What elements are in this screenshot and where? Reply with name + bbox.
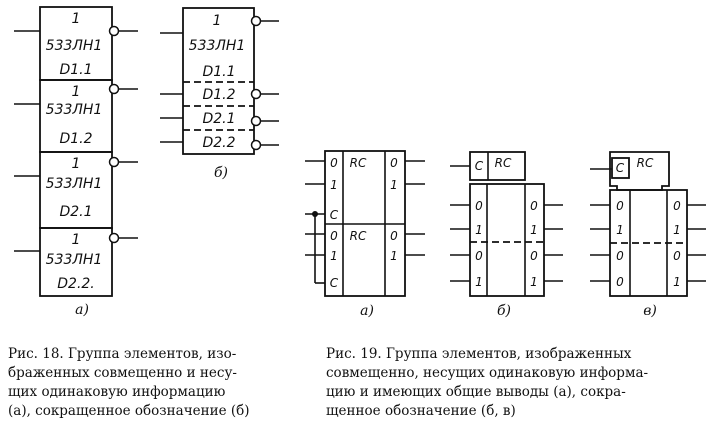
fig18b-diagram: 1 533ЛН1 D1.1 D1.2 D2.1 D2.2 б) [160,7,279,181]
fig19a-b1-out-0: 0 [390,156,398,170]
fig19c-in-1: 0 [616,199,624,213]
fig19a-b2-func: RC [350,229,367,243]
fig19-caption-line-3: цию и имеющих общие выводы (а), сокра- [326,384,626,400]
fig19c-in-2: 1 [616,223,624,237]
fig19c-out-4: 1 [673,275,681,289]
fig19b-ctrl: C [475,159,484,173]
fig18a-block-1-id: D1.1 [59,62,92,78]
fig19a-b1-in-0: 0 [330,156,338,170]
fig19a-b2-in-c: C [330,276,339,290]
fig18a-block-1-inverter [108,25,120,37]
fig19a-b2-out-0: 0 [390,229,398,243]
fig18-caption-line-1: Рис. 18. Группа элементов, изо- [8,346,236,362]
fig19c-diagram: C RC 0 1 0 0 0 1 0 1 в) [590,151,706,319]
fig19c-ctrl: C [616,161,625,175]
fig18a-block-4-type: 533ЛН1 [46,252,103,268]
fig18a-block-2-id: D1.2 [59,131,92,147]
fig19b-in-1: 0 [475,199,483,213]
fig19c-out-3: 0 [673,249,681,263]
fig18a-block-3-num: 1 [72,156,81,172]
fig18b-type: 533ЛН1 [189,38,246,54]
fig19b-func: RC [495,156,512,170]
fig19a-b2-in-1: 1 [330,249,338,263]
fig18a-block-2-num: 1 [72,84,81,100]
fig18b-inverter-4 [250,139,262,151]
fig19b-out-2: 1 [530,223,538,237]
fig18a-block-3-inverter [108,156,120,168]
fig19c-in-3: 0 [616,249,624,263]
fig18b-block [182,7,255,155]
fig19b-label: б) [497,303,511,319]
fig19b-out-3: 0 [530,249,538,263]
fig19b-in-4: 1 [475,275,483,289]
fig19b-out-1: 0 [530,199,538,213]
fig19c-in-4: 0 [616,275,624,289]
fig18b-inverter-2 [250,88,262,100]
fig18b-id-1: D1.1 [202,64,235,80]
fig18b-id-2: D1.2 [202,87,235,103]
fig19-caption-line-2: совмещенно, несущих одинаковую информа- [326,365,648,381]
fig18a-block-2-type: 533ЛН1 [46,102,103,118]
fig18b-num: 1 [213,13,222,29]
fig18-caption: Рис. 18. Группа элементов, изо- браженны… [8,346,250,419]
fig18a-block-4-id: D2.2. [57,276,95,292]
fig18a-diagram: 1 533ЛН1 D1.1 1 533ЛН1 D1.2 1 533ЛН1 D2.… [14,6,138,318]
fig19c-ctrl-cell [611,157,630,179]
fig19a-label: а) [360,303,374,319]
fig18a-block-1-num: 1 [72,11,81,27]
fig18a-block-2-inverter [108,83,120,95]
fig18-caption-line-2: браженных совмещенно и несу- [8,365,237,381]
fig19-caption-line-4: щенное обозначение (б, в) [326,403,516,419]
fig18b-inverter-1 [250,15,262,27]
fig18b-label: б) [214,165,228,181]
fig19c-func: RC [637,156,654,170]
fig19c-out-1: 0 [673,199,681,213]
fig18b-id-4: D2.2 [202,135,235,151]
fig18a-block-4-num: 1 [72,232,81,248]
fig19b-in-2: 1 [475,223,483,237]
fig19a-junction-dot [312,211,318,217]
fig18a-label: а) [75,302,89,318]
fig18b-inverter-3 [250,115,262,127]
fig19b-in-3: 0 [475,249,483,263]
fig19c-label: в) [643,303,657,319]
fig19a-diagram: 0 1 C RC 0 1 0 1 C RC 0 1 а) [305,150,425,319]
fig19c-out-2: 1 [673,223,681,237]
fig19a-b1-out-1: 1 [390,178,398,192]
fig19b-out-4: 1 [530,275,538,289]
fig18b-id-3: D2.1 [202,111,235,127]
fig18-caption-line-3: щих одинаковую информацию [8,384,226,400]
fig18a-block-3-id: D2.1 [59,204,92,220]
fig19a-b1-in-1: 1 [330,178,338,192]
fig18a-block-4 [39,227,113,297]
fig18a-block-4-inverter [108,232,120,244]
fig19a-b2-in-0: 0 [330,229,338,243]
fig19a-b2-out-1: 1 [390,249,398,263]
fig19a-b1-in-c: C [330,208,339,222]
fig19a-b1-func: RC [350,156,367,170]
fig19b-body [469,183,545,297]
fig18a-block-3-type: 533ЛН1 [46,176,103,192]
fig19-caption: Рис. 19. Группа элементов, изображенных … [326,346,648,419]
fig18a-block-1-type: 533ЛН1 [46,38,103,54]
fig18-caption-line-4: (а), сокращенное обозначение (б) [8,403,250,419]
fig19b-diagram: C RC 0 1 0 1 0 1 0 1 б) [450,151,563,319]
fig19-caption-line-1: Рис. 19. Группа элементов, изображенных [326,346,632,362]
